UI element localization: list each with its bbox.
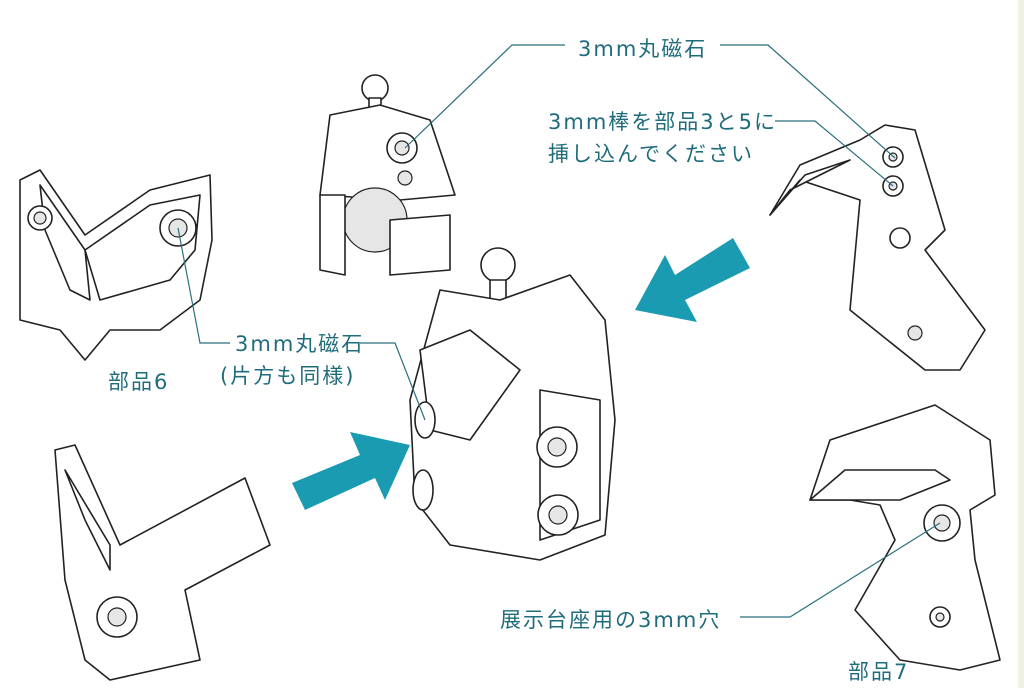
leader-magnet-mid-right bbox=[360, 342, 426, 421]
arrow-right-up bbox=[292, 432, 410, 510]
part-7-label: 部品7 bbox=[848, 660, 910, 684]
leader-magnet-top-right bbox=[720, 44, 896, 159]
arrow-left-down bbox=[635, 238, 750, 322]
page-edge bbox=[1018, 0, 1024, 688]
torso-drawing bbox=[409, 247, 616, 561]
magnet-mid-note: (片方も同様) bbox=[220, 364, 356, 388]
part-7-drawing bbox=[809, 404, 1001, 671]
stand-hole-label: 展示台座用の3mm穴 bbox=[500, 608, 722, 632]
part-6-drawing bbox=[19, 169, 213, 361]
shoulder-part-drawing bbox=[769, 124, 986, 371]
leader-magnet-mid-left bbox=[177, 227, 230, 344]
helmet-part-drawing bbox=[319, 74, 456, 276]
magnet-mid-label: 3mm丸磁石 bbox=[235, 332, 365, 356]
rod-instruction-line1: 3mm棒を部品3と5に bbox=[548, 110, 777, 134]
rod-instruction-line2: 挿し込んでください bbox=[548, 142, 754, 166]
leader-magnet-top-left bbox=[404, 44, 565, 149]
bottom-left-part-drawing bbox=[54, 444, 271, 681]
part-6-label: 部品6 bbox=[108, 370, 170, 394]
leader-stand-hole bbox=[740, 522, 941, 618]
leader-rod bbox=[775, 120, 894, 187]
magnet-top-label: 3mm丸磁石 bbox=[578, 37, 708, 61]
